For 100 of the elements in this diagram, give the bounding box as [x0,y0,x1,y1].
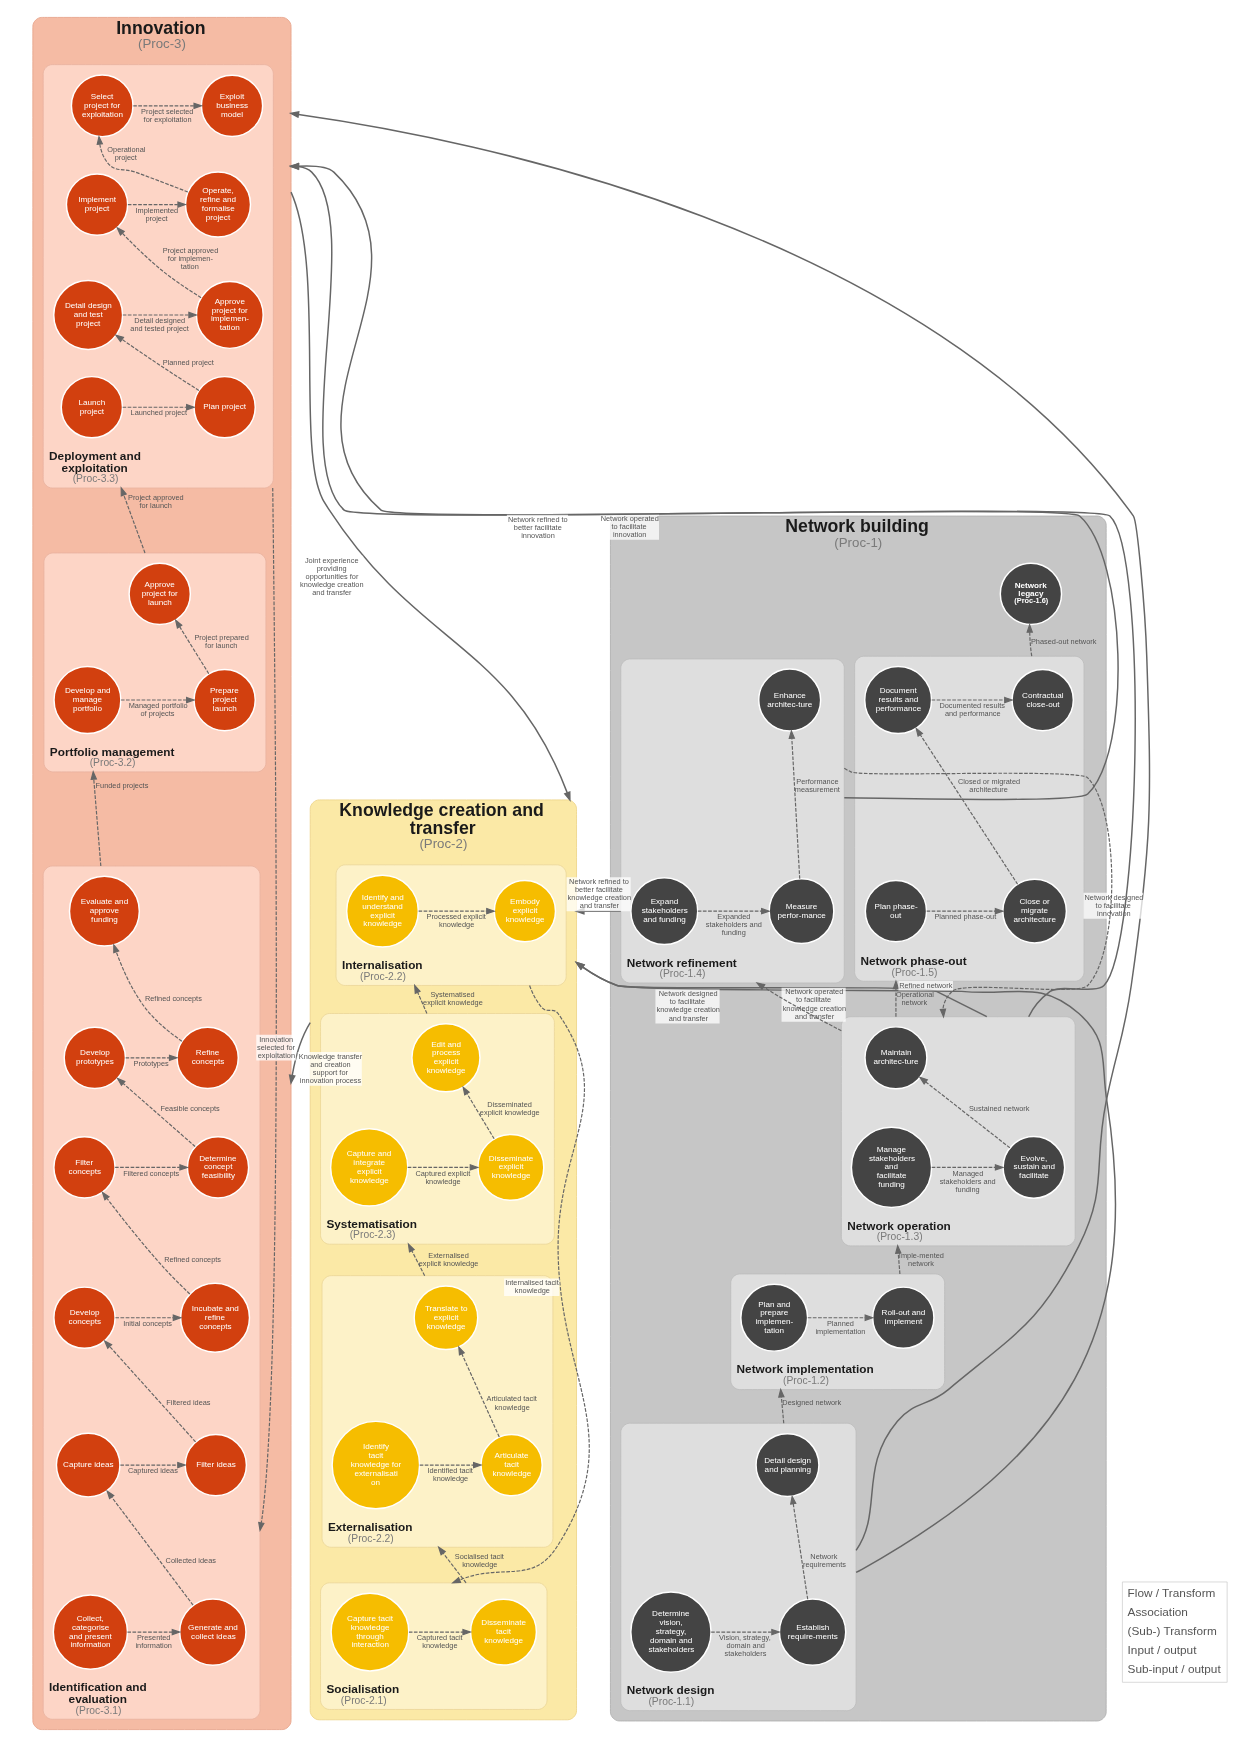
edge-label: Innovation selected for exploitation [257,1034,296,1060]
edge-label: Implemented project [135,205,179,223]
node-circle: Network legacy (Proc-1.6) [999,562,1063,626]
edge-label: Planned phase-out [934,912,997,922]
arrow [408,1628,473,1636]
edge-label: Internalised tacit knowledge [505,1278,559,1296]
node-circle: Incubate and refine concepts [179,1282,251,1353]
edge-label: Documented results and performance [939,701,1005,719]
edge-label: Initial concepts [123,1318,172,1328]
arrow [116,1077,196,1148]
arrow [710,1628,781,1636]
edge-label: Planned project [162,357,214,367]
node-circle: Detail design and planning [755,1432,820,1498]
arrow [258,487,277,1532]
arrow [697,907,771,915]
node-circle: Plan project [193,375,256,439]
arrow [174,618,210,675]
node-circle: Articulate tacit knowledge [480,1433,543,1497]
node-circle: Evaluate and approve funding [68,875,141,947]
edge-label: Network operated to facilitate innovation [600,513,659,540]
arrow [843,767,1113,1019]
node-circle: Determine concept feasibility [186,1136,250,1199]
node-circle: Launch project [60,375,124,439]
arrow [90,770,102,867]
arrow [96,135,189,193]
edge-label: Filtered ideas [166,1398,211,1408]
node-circle: Develop and manage portfolio [53,665,122,735]
edge-label: Captured ideas [127,1466,178,1476]
edge-label: Socialised tacit knowledge [454,1552,504,1570]
edge-label: Refined concepts [144,994,202,1004]
arrow [915,727,1019,885]
arrow [926,907,1005,915]
arrow [116,226,202,299]
legend-label: Input / output [1127,1643,1197,1658]
arrow [120,696,196,704]
node-circle: Embody explicit knowledge [493,879,557,943]
arrow [458,1345,500,1438]
node-circle: Select project for exploitation [70,74,134,138]
edge-label: Processed explicit knowledge [426,912,486,930]
edge-label: Funded projects [95,780,149,790]
edge-label: Articulated tacit knowledge [486,1394,537,1412]
arrow [126,1628,182,1636]
node-circle: Refine concepts [176,1026,240,1090]
edge-label: Disseminated explicit knowledge [479,1100,540,1118]
edge-label: Sustained network [968,1104,1030,1114]
arrow [892,979,900,1018]
edge-label: Network designed to facilitate knowledge creation and transfer [656,989,720,1023]
edge-label: Filtered concepts [123,1168,180,1178]
edge-label: Captured explicit knowledge [415,1168,471,1186]
node-circle: Roll-out and implement [871,1286,935,1350]
arrow [894,1244,902,1275]
edge-label: Knowledge transfer and creation support for innovation process [298,1051,363,1085]
node-circle: Expand stakeholders and funding [630,877,699,946]
arrow [120,486,146,554]
arrow [113,943,183,1042]
node-circle: Collect, categorise and present information [52,1594,129,1670]
node-circle: Enhance architec-ture [758,668,822,732]
node-circle: Plan phase-out [864,879,928,943]
arrow [413,983,428,1015]
edge-label: Presented information [135,1633,172,1651]
edge-label: Project approved for launch [128,492,184,510]
node-circle: Evolve, sustain and facilitate [1002,1135,1066,1199]
node-circle: Establish require-ments [778,1598,847,1666]
edge-label: Network requirements [802,1552,846,1570]
arrow [574,961,988,1018]
arrow [103,1339,197,1443]
arrow [1026,622,1034,657]
node-circle: Approve project for implemen-tation [195,280,264,350]
edge-label: Managed portfolio of projects [128,701,188,719]
arrow [788,729,801,880]
node-circle: Capture and integrate explicit knowledge [329,1128,409,1207]
arrow [574,961,1117,1574]
arrow [789,1494,809,1600]
arrow [114,334,200,391]
arrow [114,1163,190,1171]
arrow [755,982,842,1032]
arrow [407,1163,480,1171]
node-circle: Disseminate explicit knowledge [477,1133,545,1202]
edge-label: Externalised explicit knowledge [418,1250,479,1268]
edge-label: Project prepared for launch [194,632,249,651]
node-circle: Contractual close-out [1011,668,1075,732]
arrow [918,1076,1011,1149]
edge-label: Collected ideas [165,1556,216,1566]
edge-label: Identified tacit knowledge [427,1466,473,1484]
node-circle: Plan and prepare implemen-tation [740,1283,809,1352]
arrow [451,984,590,1584]
edge-label: Operational network [895,990,934,1008]
node-circle: Capture tacit knowledge through interaction [330,1592,410,1672]
node-circle: Translate to explicit knowledge [413,1285,479,1351]
edge-label: Performance measurement [794,776,840,794]
edge-label: Network operated to facilitate knowledge creation and transfer [782,987,847,1021]
legend-label: Flow / Transform [1127,1585,1216,1600]
edge-label: Detail designed and tested project [130,316,189,334]
node-circle: Generate and collect ideas [178,1598,247,1666]
edge-label: Planned implementation [815,1318,866,1336]
arrow [288,1022,311,1086]
node-circle: Disseminate tacit knowledge [469,1598,538,1666]
arrow [931,696,1014,704]
node-circle: Document results and performance [864,665,933,735]
node-circle: Measure perfor-mance [768,878,835,945]
